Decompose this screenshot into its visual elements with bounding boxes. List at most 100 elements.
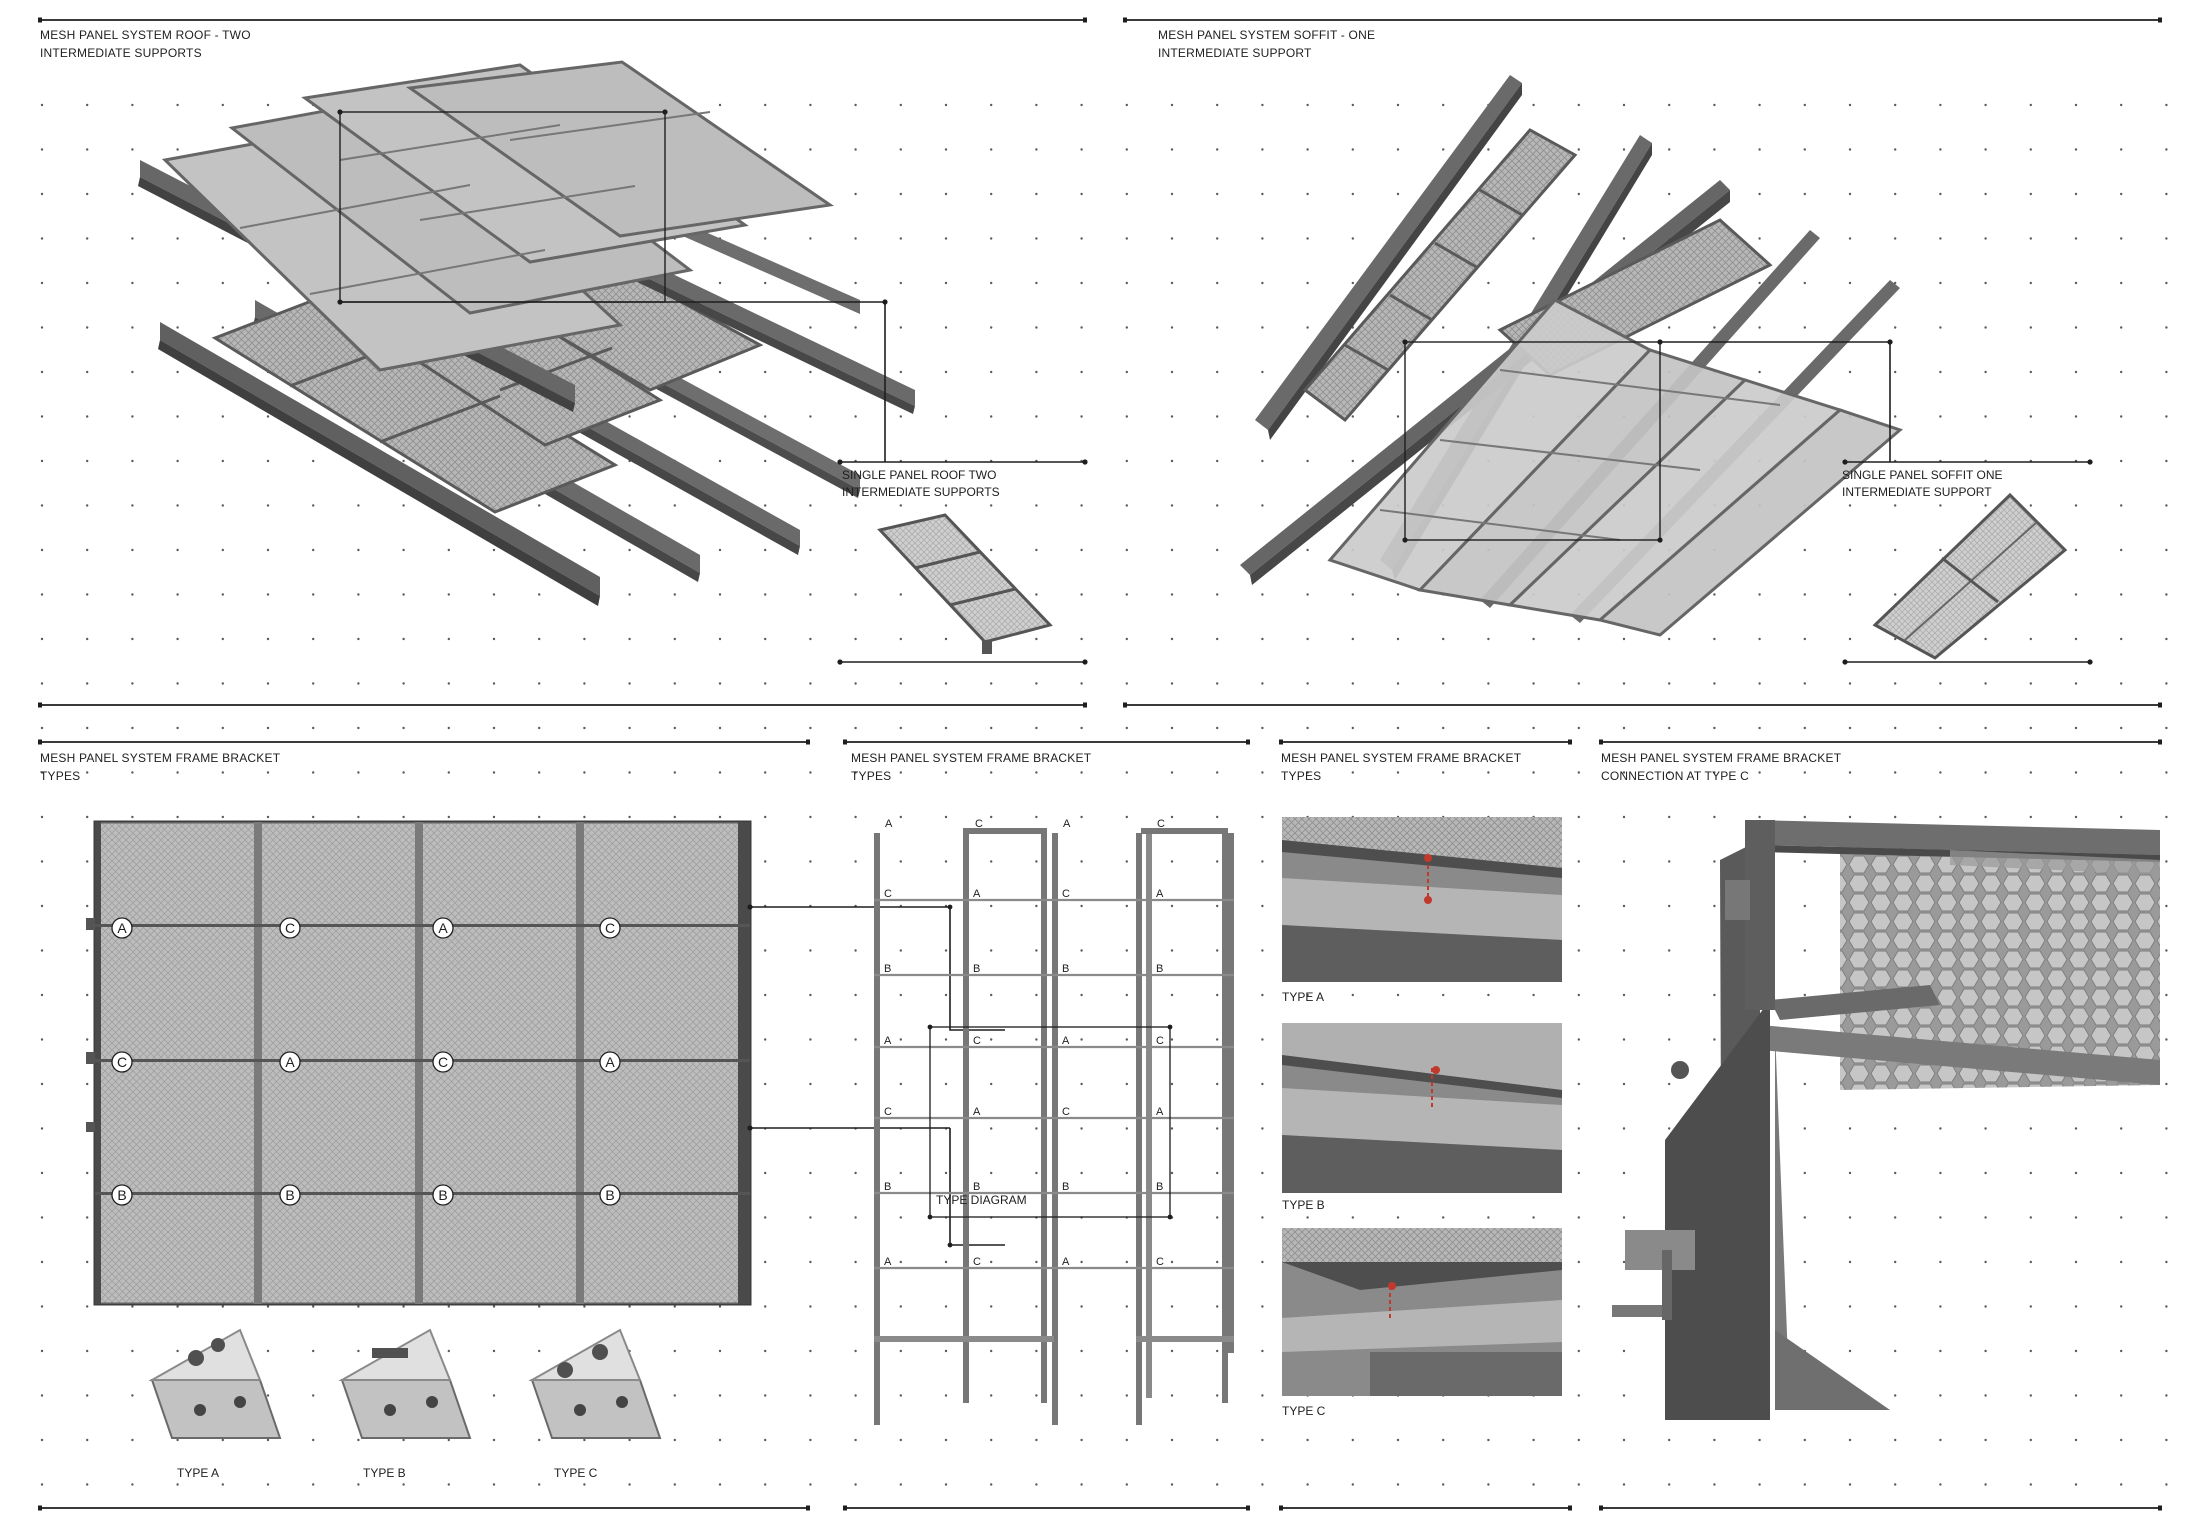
grid-dot xyxy=(2165,1082,2168,1086)
grid-dot xyxy=(1713,1483,1716,1486)
grid-dot xyxy=(1125,459,1129,463)
grid-dot xyxy=(944,771,948,774)
grid-dot xyxy=(1035,682,1038,685)
diagram-letter: C xyxy=(1157,818,1165,830)
grid-dot xyxy=(1080,993,1083,997)
grid-dot xyxy=(2120,1216,2123,1219)
grid-dot xyxy=(1216,1038,1219,1041)
thumbnail-type-c-label: TYPE C xyxy=(554,1466,598,1480)
grid-dot xyxy=(899,1171,902,1175)
grid-dot xyxy=(1261,1216,1264,1219)
grid-dot xyxy=(312,726,315,730)
grid-dot xyxy=(1125,103,1129,107)
grid-dot xyxy=(266,1483,270,1486)
grid-dot xyxy=(176,148,179,151)
grid-dot xyxy=(1216,415,1219,418)
grid-dot xyxy=(1351,504,1355,507)
grid-dot xyxy=(1442,771,1445,774)
grid-dot xyxy=(1713,148,1716,151)
grid-dot xyxy=(1170,637,1174,641)
diagram-letter: A xyxy=(973,1106,981,1118)
grid-dot xyxy=(1758,637,1761,641)
grid-dot xyxy=(1848,1216,1852,1219)
grid-dot xyxy=(2165,860,2168,863)
roof-title-line2: INTERMEDIATE SUPPORTS xyxy=(40,46,202,60)
grid-dot xyxy=(854,192,857,196)
grid-dot xyxy=(1035,1394,1038,1397)
frame-rule-end xyxy=(806,739,810,745)
grid-dot xyxy=(944,148,948,151)
grid-dot xyxy=(944,326,948,329)
grid-dot xyxy=(2120,593,2123,596)
grid-dot xyxy=(40,1127,44,1130)
grid-dot xyxy=(1487,148,1490,151)
grid-dot xyxy=(86,1038,89,1041)
grid-dot xyxy=(628,1305,631,1308)
grid-dot xyxy=(718,1305,722,1308)
grid-dot xyxy=(899,1260,902,1264)
grid-dot xyxy=(2165,993,2168,997)
grid-dot xyxy=(1577,1038,1581,1041)
grid-dot xyxy=(809,726,812,730)
detail-type-a-label: TYPE A xyxy=(1282,990,1325,1004)
grid-dot xyxy=(809,771,812,774)
grid-dot xyxy=(1713,815,1716,819)
grid-dot xyxy=(1442,726,1445,730)
elevation-transoms xyxy=(95,924,750,1195)
grid-dot xyxy=(1713,771,1716,774)
grid-dot xyxy=(809,682,812,685)
grid-dot xyxy=(40,1082,44,1086)
grid-dot xyxy=(1713,103,1716,107)
grid-dot xyxy=(176,726,179,730)
diagram-letter: B xyxy=(1062,963,1069,975)
grid-dot xyxy=(1894,1127,1897,1130)
grid-dot xyxy=(944,1349,948,1353)
grid-dot xyxy=(2074,237,2078,240)
grid-dot xyxy=(1125,1305,1129,1308)
grid-dot xyxy=(944,726,948,730)
grid-dot xyxy=(40,726,44,730)
grid-dot xyxy=(628,415,631,418)
grid-dot xyxy=(86,637,89,641)
grid-dot xyxy=(1532,1438,1535,1442)
grid-dot xyxy=(538,682,541,685)
bracket-elevation-title-line2: TYPES xyxy=(40,769,81,783)
grid-dot xyxy=(1035,281,1038,285)
grid-dot xyxy=(492,682,496,685)
grid-dot xyxy=(1351,281,1355,285)
grid-dot xyxy=(628,637,631,641)
diagram-letter: C xyxy=(1156,1256,1164,1268)
grid-dot xyxy=(764,1349,767,1353)
grid-dot xyxy=(1984,370,1987,374)
grid-dot xyxy=(1035,504,1038,507)
grid-dot xyxy=(764,1483,767,1486)
soffit-callout xyxy=(1402,339,2093,665)
grid-dot xyxy=(1713,1438,1716,1442)
grid-dot xyxy=(40,1216,44,1219)
grid-dot xyxy=(447,1349,450,1353)
grid-dot xyxy=(1894,1171,1897,1175)
grid-dot xyxy=(1170,949,1174,952)
soffit-title-line2: INTERMEDIATE SUPPORT xyxy=(1158,46,1312,60)
grid-dot xyxy=(1125,771,1129,774)
grid-dot xyxy=(2165,415,2168,418)
grid-dot xyxy=(990,993,993,997)
grid-dot xyxy=(809,370,812,374)
grid-dot xyxy=(628,682,631,685)
grid-dot xyxy=(1306,237,1309,240)
diagram-letter: B xyxy=(973,1181,980,1193)
grid-dot xyxy=(1668,726,1671,730)
grid-dot xyxy=(1803,281,1807,285)
connection-title-line1: MESH PANEL SYSTEM FRAME BRACKET xyxy=(1601,751,1842,765)
grid-dot xyxy=(1261,459,1264,463)
grid-dot xyxy=(1577,682,1581,685)
soffit-axonometric xyxy=(1240,75,2093,665)
grid-dot xyxy=(1035,192,1038,196)
grid-dot xyxy=(266,504,270,507)
grid-dot xyxy=(1622,237,1626,240)
grid-dot xyxy=(1442,370,1445,374)
grid-dot xyxy=(1080,192,1083,196)
grid-dot xyxy=(2120,1127,2123,1130)
grid-dot xyxy=(1758,326,1761,329)
